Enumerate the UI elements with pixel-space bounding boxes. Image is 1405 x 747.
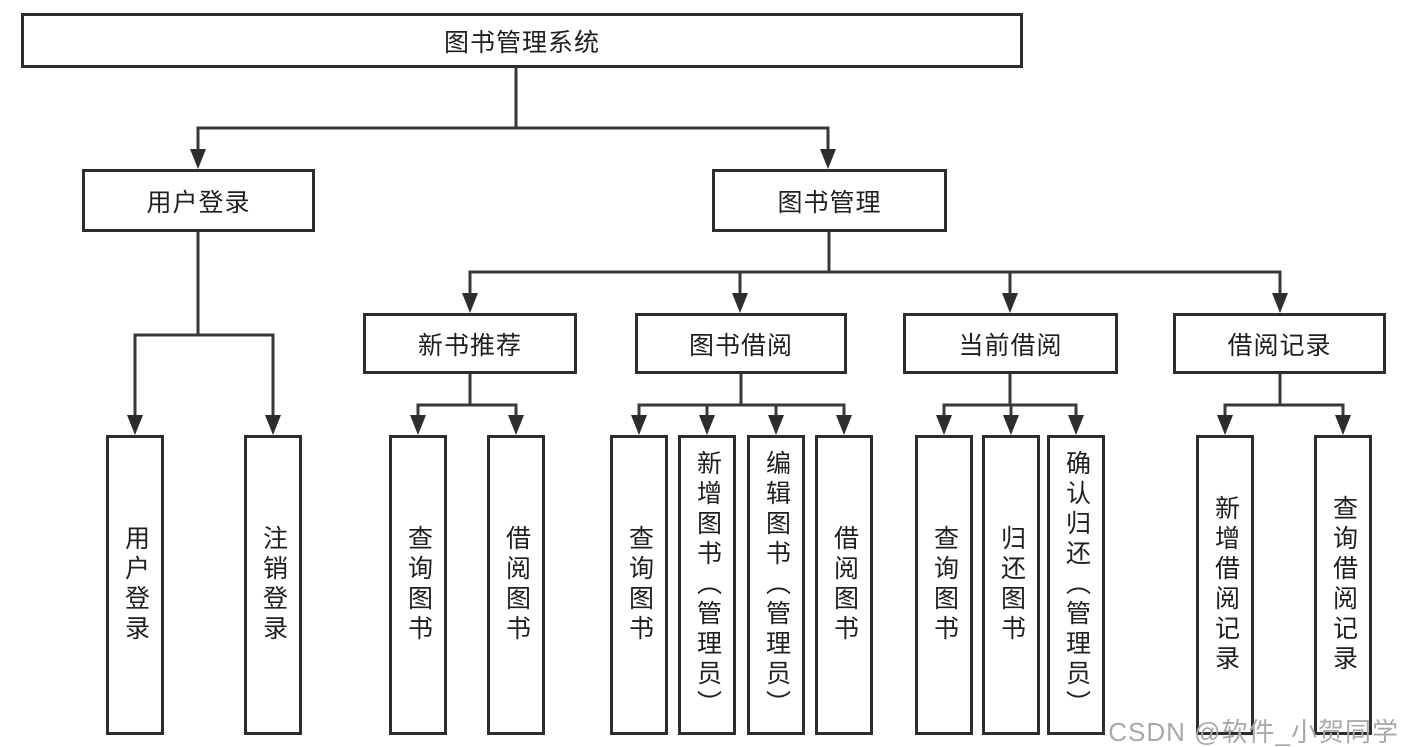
node-leaf-query-books-recommend: 查询图书 <box>389 435 447 735</box>
csdn-watermark: CSDN @软件_小贺同学 <box>1108 717 1399 747</box>
node-leaf-edit-books-admin: 编辑图书（管理员） <box>747 435 805 735</box>
node-leaf-logout: 注销登录 <box>244 435 302 735</box>
node-leaf-query-books-current: 查询图书 <box>915 435 973 735</box>
node-current-borrowing: 当前借阅 <box>903 313 1118 374</box>
node-leaf-user-login: 用户登录 <box>106 435 164 735</box>
node-leaf-query-books-borrowing: 查询图书 <box>610 435 668 735</box>
node-book-management-group: 图书管理 <box>712 169 947 232</box>
arrowhead-icons <box>127 149 1351 435</box>
node-leaf-add-borrow-record: 新增借阅记录 <box>1196 435 1254 735</box>
node-leaf-borrow-books: 借阅图书 <box>815 435 873 735</box>
node-borrowing-records: 借阅记录 <box>1173 313 1386 374</box>
node-leaf-borrow-books-recommend: 借阅图书 <box>487 435 545 735</box>
node-leaf-return-books: 归还图书 <box>982 435 1040 735</box>
node-leaf-query-borrow-record: 查询借阅记录 <box>1314 435 1372 735</box>
node-user-login-group: 用户登录 <box>82 169 315 232</box>
node-new-book-recommend: 新书推荐 <box>363 313 577 374</box>
node-leaf-add-books-admin: 新增图书（管理员） <box>678 435 736 735</box>
node-system-root: 图书管理系统 <box>21 13 1023 68</box>
node-leaf-confirm-return-admin: 确认归还（管理员） <box>1047 435 1105 735</box>
node-book-borrowing: 图书借阅 <box>635 313 847 374</box>
